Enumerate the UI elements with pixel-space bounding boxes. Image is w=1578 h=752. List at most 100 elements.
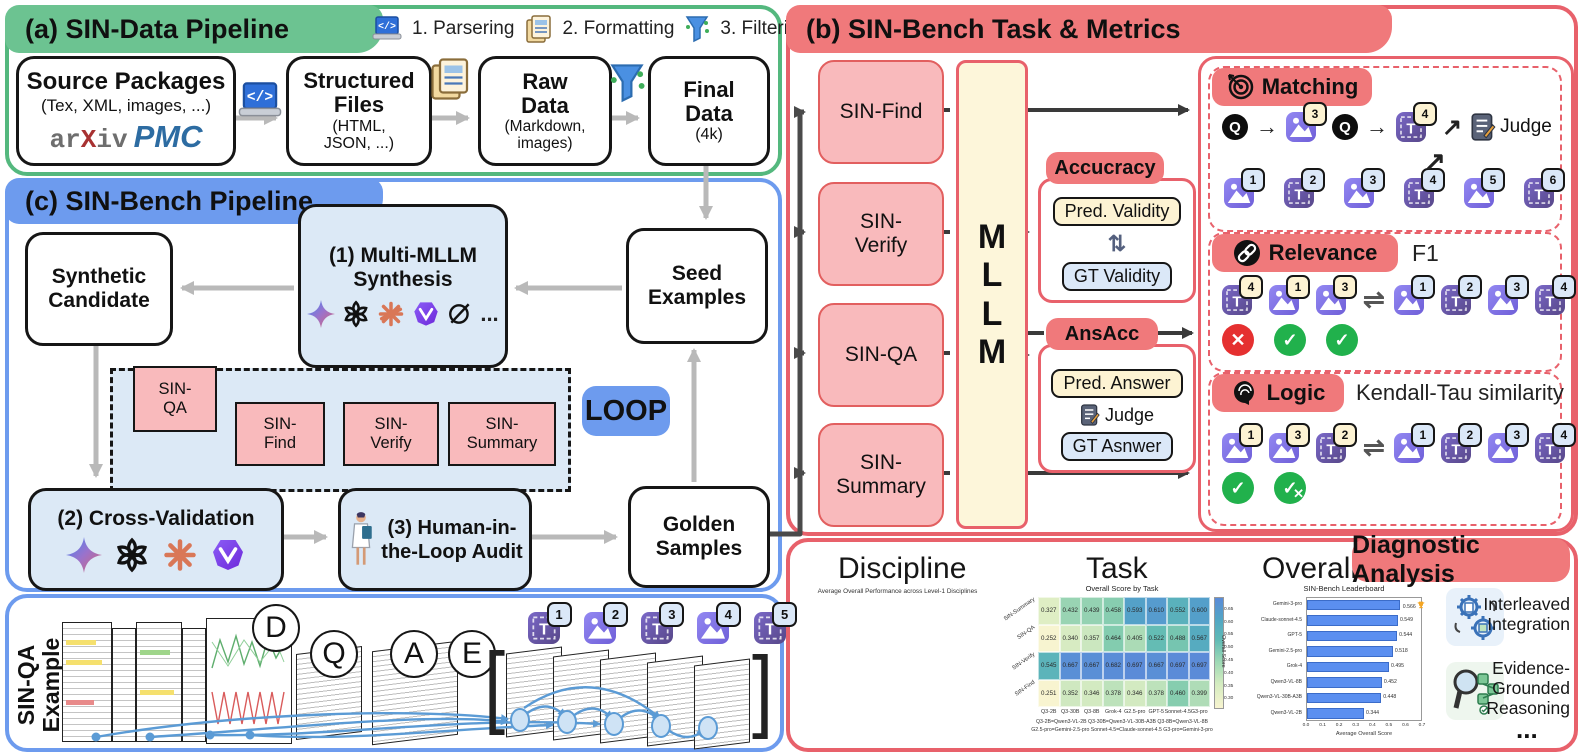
panel-b-title: (b) SIN-Bench Task & Metrics [786, 5, 1392, 53]
sin-verify-task-c: SIN- Verify [343, 402, 439, 466]
order-badge: 4 [1421, 168, 1445, 192]
red-plot-sketch [211, 691, 285, 725]
final-data-subtitle: (4k) [695, 126, 723, 144]
order-badge: 5 [1481, 168, 1505, 192]
mllm-logos-row: ... [307, 300, 499, 329]
legend-parsing-label: 1. Parsering [412, 18, 515, 39]
order-badge: 4 [1413, 102, 1437, 126]
right-arrow-icon: → [1366, 114, 1388, 139]
order-badge: 1 [1286, 274, 1310, 299]
order-badge: 1 [1241, 168, 1265, 192]
final-data-title: Final Data [683, 76, 735, 126]
ne-arrow-icon: ↗ [1424, 146, 1446, 176]
relevance-metric-label: F1 [1412, 240, 1439, 266]
raw-data-node: Raw Data (Markdown, images) [478, 56, 612, 166]
order-badge: 2 [1333, 422, 1357, 447]
svg-text:T: T [539, 622, 549, 639]
synthetic-candidate-label: Synthetic Candidate [48, 264, 150, 312]
code-icon: </> [238, 82, 282, 117]
interleaved-integration-label: Interleaved Integration [1483, 594, 1570, 635]
image-evidence-icon: 1 [1393, 274, 1435, 315]
bracket-open: [ [484, 634, 506, 737]
legend-formatting-label: 2. Formatting [562, 18, 675, 39]
svg-text:T: T [1326, 441, 1335, 458]
svg-text:</>: </> [378, 21, 396, 33]
sin-qa-task-b: SIN-QA [818, 303, 944, 407]
svg-text:T: T [1232, 293, 1241, 310]
task-section-title: Task [1086, 552, 1148, 585]
claude-icon [164, 538, 196, 571]
source-logos: arXiv PMC [50, 119, 203, 155]
image-evidence-icon: 1 [1393, 422, 1435, 463]
order-badge: 3 [1333, 274, 1357, 299]
qwen-icon [213, 539, 243, 570]
human-audit-title: (3) Human-in- the-Loop Audit [381, 516, 523, 563]
order-badge: 3 [1303, 102, 1327, 126]
order-badge: 1 [1239, 422, 1263, 447]
image-evidence-icon: 2 [584, 601, 628, 644]
structured-files-title: Structured Files [303, 68, 415, 118]
svg-text:T: T [1406, 120, 1415, 137]
order-badge: 1 [1410, 422, 1435, 447]
order-badge: 3 [1361, 168, 1385, 192]
openai-icon [116, 537, 148, 572]
right-arrow-icon: → [1256, 114, 1278, 139]
order-badge: 4 [1239, 274, 1263, 299]
svg-text:T: T [1451, 293, 1460, 310]
openai-icon [344, 300, 369, 328]
final-data-node: Final Data (4k) [648, 56, 770, 166]
order-badge: 6 [1541, 168, 1565, 192]
evidence-page [694, 658, 750, 750]
grok-icon [449, 303, 470, 324]
image-evidence-icon: 1 [1224, 168, 1265, 208]
qwen-icon [414, 302, 438, 326]
ansacc-card: Pred. Answer Judge GT Asnwer [1038, 344, 1196, 473]
image-evidence-icon: 3 [1269, 422, 1310, 463]
seed-examples-label: Seed Examples [647, 261, 747, 309]
raw-data-title: Raw Data [521, 68, 569, 118]
judge-icon: Judge [1470, 112, 1552, 142]
svg-text:T: T [765, 622, 775, 639]
overall-section-title: Overall [1262, 552, 1358, 585]
structured-files-node: Structured Files (HTML, JSON, ...) [286, 56, 432, 166]
image-evidence-icon: 3 [1487, 274, 1529, 315]
cross-validation-logos [66, 536, 246, 573]
sin-find-task-c: SIN- Find [235, 402, 325, 466]
seed-examples-node: Seed Examples [626, 228, 768, 344]
swap-icon: ⇌ [1363, 432, 1385, 462]
order-badge: 3 [659, 601, 685, 627]
sin-verify-task-b: SIN- Verify [818, 182, 944, 286]
matching-pill: Matching [1212, 68, 1372, 106]
document-page [112, 628, 136, 742]
order-badge: 4 [1551, 274, 1576, 299]
svg-text:T: T [1534, 186, 1543, 203]
ne-arrow-icon: ↗ [1442, 113, 1463, 141]
order-badge: 2 [602, 601, 628, 627]
claude-icon [379, 301, 404, 327]
cross-validation-title: (2) Cross-Validation [57, 506, 255, 530]
relevance-status-row: ✕✓✓ [1222, 324, 1358, 356]
image-evidence-icon: 1 [1222, 422, 1263, 463]
more-diagnostics-ellipsis: ... [1516, 714, 1538, 744]
sin-summary-task-c: SIN- Summary [448, 402, 556, 466]
image-evidence-icon: 3 [1487, 422, 1529, 463]
multi-mllm-title: (1) Multi-MLLM Synthesis [328, 243, 478, 291]
interleaved-integration-icon [1446, 588, 1504, 646]
filter-icon [686, 16, 710, 43]
diagnostic-analysis-pill: Diagnostic Analysis [1352, 531, 1570, 588]
gt-answer-box: GT Asnwer [1060, 432, 1174, 461]
arxiv-logo: arXiv [49, 124, 128, 155]
svg-text:T: T [1414, 186, 1423, 203]
document-icon [431, 58, 469, 100]
